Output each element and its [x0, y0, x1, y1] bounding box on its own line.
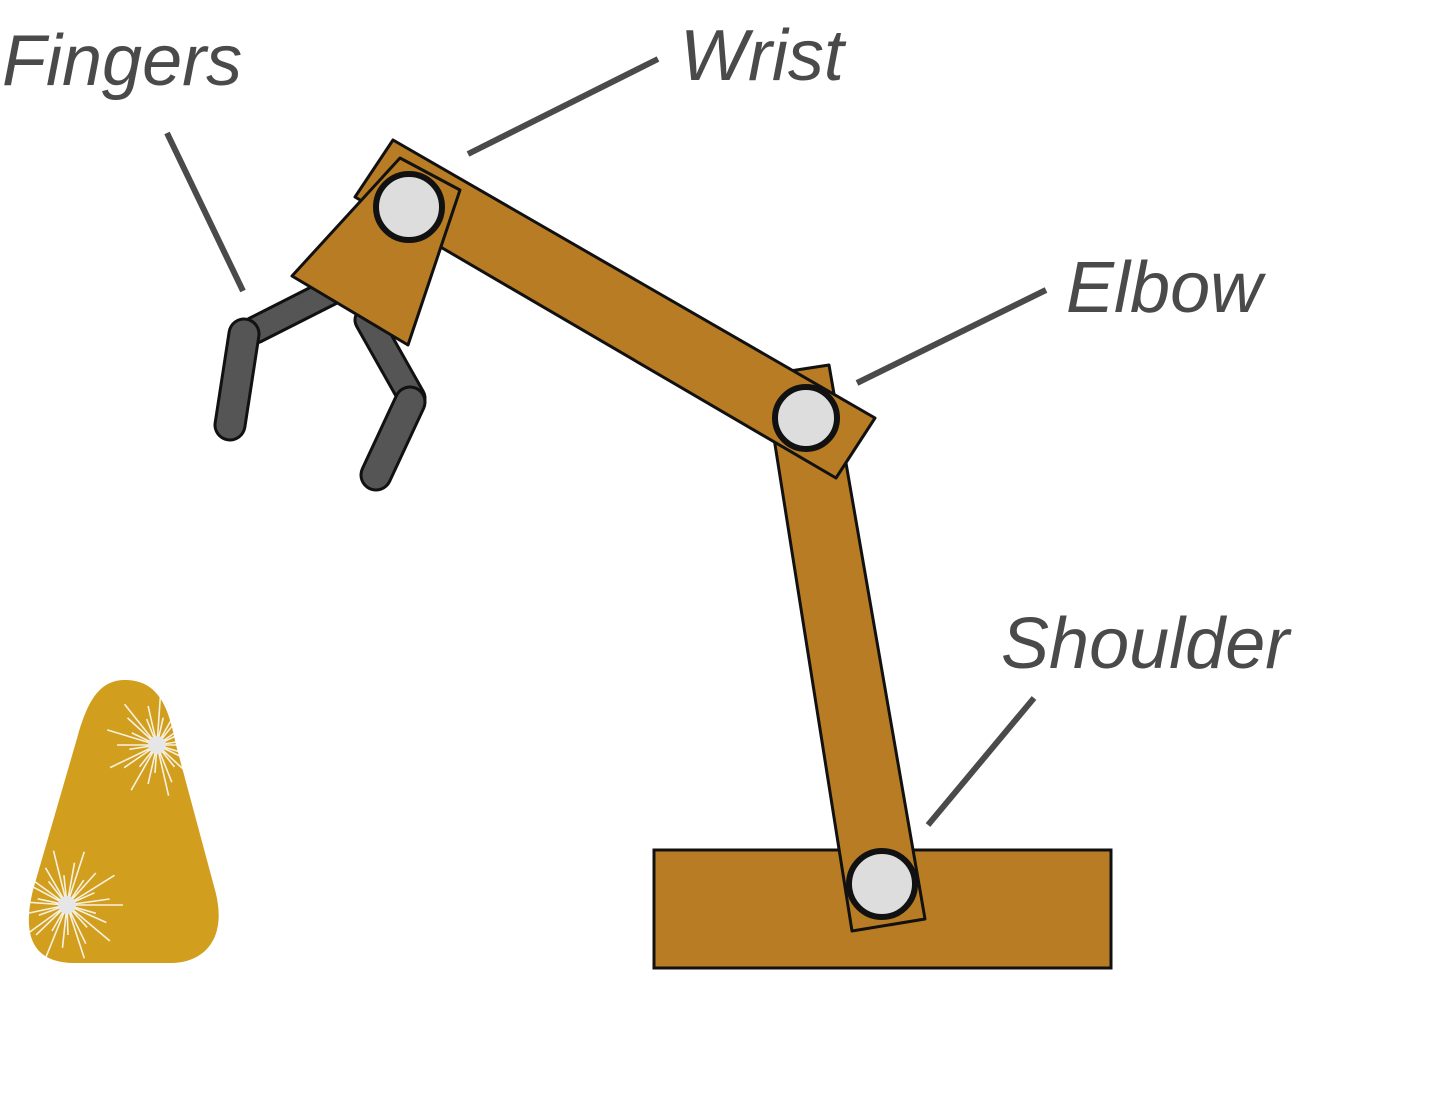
elbow-leader-line — [855, 287, 1048, 386]
sparkle-icon — [106, 693, 209, 796]
shoulder-leader-line — [925, 696, 1037, 827]
elbow-joint — [772, 384, 840, 452]
fingers-label: Fingers — [2, 21, 242, 101]
wrist-joint — [373, 171, 445, 243]
wrist-leader-line — [466, 56, 660, 157]
finger-right — [353, 305, 427, 492]
forearm-link — [353, 138, 877, 480]
shoulder-joint — [846, 848, 918, 920]
fingers-leader-line — [164, 131, 246, 293]
wrist-label: Wrist — [680, 16, 847, 96]
finger-left — [213, 273, 353, 442]
upper-arm-link — [762, 363, 927, 933]
sparkle-icon — [11, 850, 123, 959]
shoulder-label: Shoulder — [1001, 604, 1292, 684]
gold-nugget — [11, 680, 219, 963]
elbow-label: Elbow — [1066, 248, 1266, 328]
